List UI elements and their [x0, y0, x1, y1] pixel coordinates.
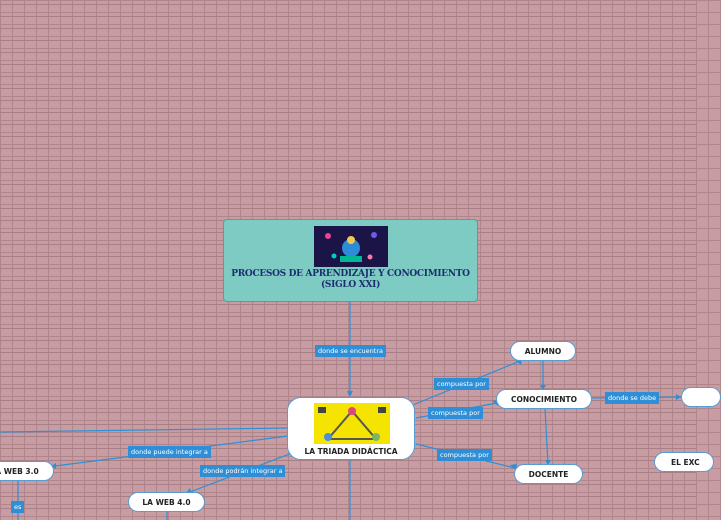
triad-illustration: [314, 403, 390, 444]
root-title-line2: (SIGLO XXI): [320, 280, 381, 290]
node-docente[interactable]: DOCENTE: [514, 464, 583, 484]
link-label-donde-se-encuentra: donde se encuentra: [315, 345, 386, 357]
root-title: PROCESOS DE APRENDIZAJE Y CONOCIMIENTO (…: [224, 269, 477, 291]
link-label-donde-se-debe: donde se debe: [605, 392, 660, 404]
link-conocimiento-docente: [544, 408, 549, 465]
link-label-donde-podran-integrar: donde podrán integrar a: [200, 465, 286, 477]
root-topic[interactable]: PROCESOS DE APRENDIZAJE Y CONOCIMIENTO (…: [223, 219, 478, 302]
link-center-left: [0, 427, 289, 433]
link-label-es: es: [11, 501, 25, 513]
root-title-line1: PROCESOS DE APRENDIZAJE Y CONOCIMIENTO: [231, 269, 470, 279]
link-label-donde-puede-integrar: donde puede integrar a: [128, 446, 211, 458]
link-label-compuesta-por-3: compuesta por: [437, 449, 492, 461]
center-topic[interactable]: LA TRIADA DIDÁCTICA: [287, 397, 415, 460]
node-right-partial[interactable]: [681, 387, 721, 407]
root-illustration: [314, 226, 388, 267]
node-web3[interactable]: A WEB 3.0: [0, 461, 54, 481]
center-title: LA TRIADA DIDÁCTICA: [304, 447, 398, 456]
node-alumno[interactable]: ALUMNO: [510, 341, 576, 361]
node-conocimiento[interactable]: CONOCIMIENTO: [496, 389, 592, 409]
node-web4[interactable]: LA WEB 4.0: [128, 492, 205, 512]
link-label-compuesta-por-1: compuesta por: [434, 378, 489, 390]
node-exc[interactable]: EL EXC: [654, 452, 714, 472]
link-label-compuesta-por-2: compuesta por: [428, 407, 483, 419]
